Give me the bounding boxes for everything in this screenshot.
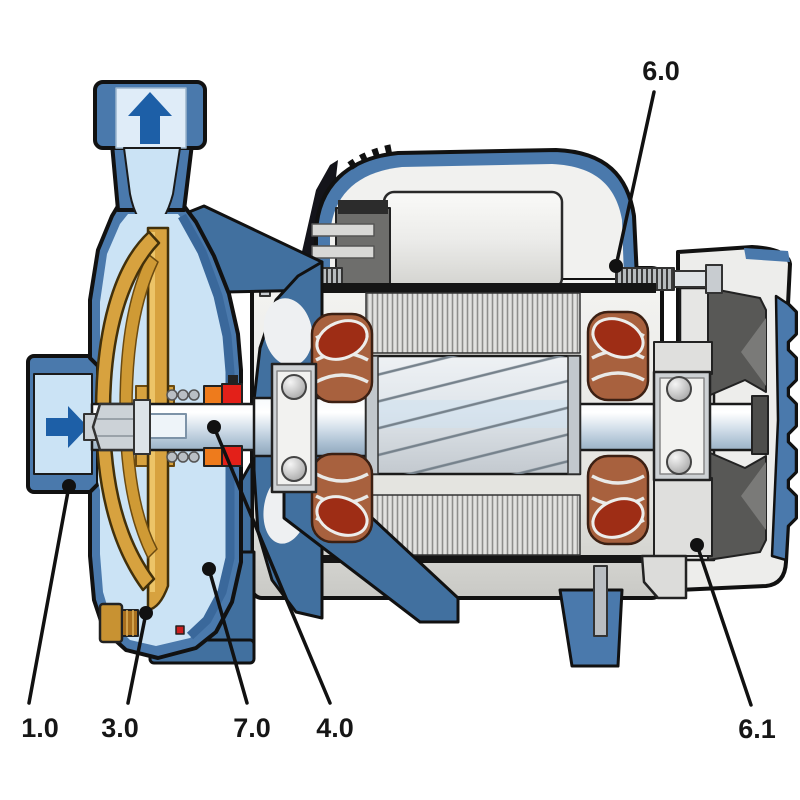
seal-face-red <box>221 383 243 405</box>
coil-end <box>315 319 369 361</box>
impeller-vane <box>119 253 159 559</box>
winding-right-bottom <box>586 454 650 546</box>
shaft-keyway <box>149 413 187 439</box>
bolt-shank <box>673 270 707 288</box>
callout-label-7.0: 7.0 <box>233 713 271 743</box>
discharge-arrow <box>128 92 172 144</box>
rotor-stripes <box>366 356 580 474</box>
coil-end <box>591 497 645 539</box>
stator-edge-top <box>306 283 656 293</box>
seal-spring <box>166 389 178 401</box>
nut-washer <box>133 399 151 455</box>
coil-wire <box>315 373 369 384</box>
capacitor <box>382 190 564 290</box>
callout-dot-6.1-fan-cover <box>690 538 704 552</box>
winding-left-bottom <box>310 452 374 544</box>
coil-wire <box>591 474 645 485</box>
terminal-cap <box>338 200 388 214</box>
foot-body <box>558 588 624 668</box>
callout-dot-4.0-shaft <box>207 420 221 434</box>
bracket-window-top <box>263 298 313 366</box>
bearing-ball <box>281 374 307 400</box>
plug-threads <box>121 609 139 637</box>
bearing-rear <box>652 370 712 482</box>
callout-dot-3.0-impeller <box>139 606 153 620</box>
volute-wall-shade <box>178 213 235 640</box>
seal-seat-orange <box>203 385 223 405</box>
bolt-head <box>705 264 723 294</box>
fan-cover-top-band <box>744 248 790 262</box>
bearing-support-rear-top <box>653 341 713 375</box>
drain-plug <box>98 602 139 644</box>
callout-line-7.0 <box>207 567 249 705</box>
callout-label-6.0: 6.0 <box>642 56 680 86</box>
callout-label-6.1: 6.1 <box>738 714 776 744</box>
seal-spring <box>166 451 178 463</box>
foot-pin <box>593 565 608 637</box>
coil-end <box>591 317 645 359</box>
pump-casing <box>26 80 243 660</box>
bearing-ball <box>666 376 692 402</box>
seal-spring <box>188 389 200 401</box>
fan-blade-bottom <box>707 451 767 561</box>
seal-spring <box>177 451 189 463</box>
seal-seat-orange <box>203 447 223 467</box>
fan-blade-bottom-inner <box>741 462 766 530</box>
stator-lamination-top <box>365 292 581 354</box>
rotor-end-ring-right <box>567 355 581 475</box>
stator <box>306 283 656 563</box>
seal-spring <box>177 389 189 401</box>
suction-arrow <box>46 406 88 448</box>
casing-marker-red <box>175 625 185 635</box>
callout-label-1.0: 1.0 <box>21 713 59 743</box>
impeller-front-shroud <box>94 230 161 592</box>
impeller-nut <box>83 399 151 455</box>
fan-blade-top-inner <box>741 318 766 386</box>
callout-layer: 1.0 3.0 7.0 4.0 6.0 6.1 <box>21 56 776 744</box>
end-bell-foot <box>640 554 688 600</box>
motor-foot <box>558 565 624 668</box>
fan-hub <box>751 395 769 455</box>
coil-wire <box>315 472 369 483</box>
bearing-ball <box>666 449 692 475</box>
callout-label-4.0: 4.0 <box>316 713 354 743</box>
callout-label-3.0: 3.0 <box>101 713 139 743</box>
mechanical-seal <box>166 375 243 467</box>
impeller <box>94 226 175 612</box>
bearing-front <box>270 362 318 494</box>
cover-ribs <box>347 143 397 170</box>
terminal-bar-1 <box>311 223 375 237</box>
winding-right-top <box>586 310 650 402</box>
terminal-cover <box>296 143 639 293</box>
coil-end <box>315 495 369 537</box>
plug-hex <box>98 602 124 644</box>
seal-spring <box>188 451 200 463</box>
winding-left-top <box>310 312 374 404</box>
coil-wire <box>591 371 645 382</box>
callout-dot-1.0-pump-casing-suction-flange <box>62 479 76 493</box>
callout-dot-6.0-motor-tie-bolt <box>609 259 623 273</box>
callout-line-6.1 <box>695 543 753 707</box>
seal-clip <box>228 375 238 383</box>
bearing-ball <box>281 456 307 482</box>
terminal-bar-2 <box>311 245 375 259</box>
callout-line-3.0 <box>126 611 148 705</box>
fan-cover-rib-band <box>770 294 798 562</box>
callout-line-4.0 <box>212 425 332 705</box>
callout-dot-7.0-pump-body <box>202 562 216 576</box>
rotor <box>364 354 582 476</box>
stator-edge-bottom <box>306 555 656 563</box>
callout-line-1.0 <box>27 484 71 705</box>
callout-line-6.0 <box>614 90 656 268</box>
